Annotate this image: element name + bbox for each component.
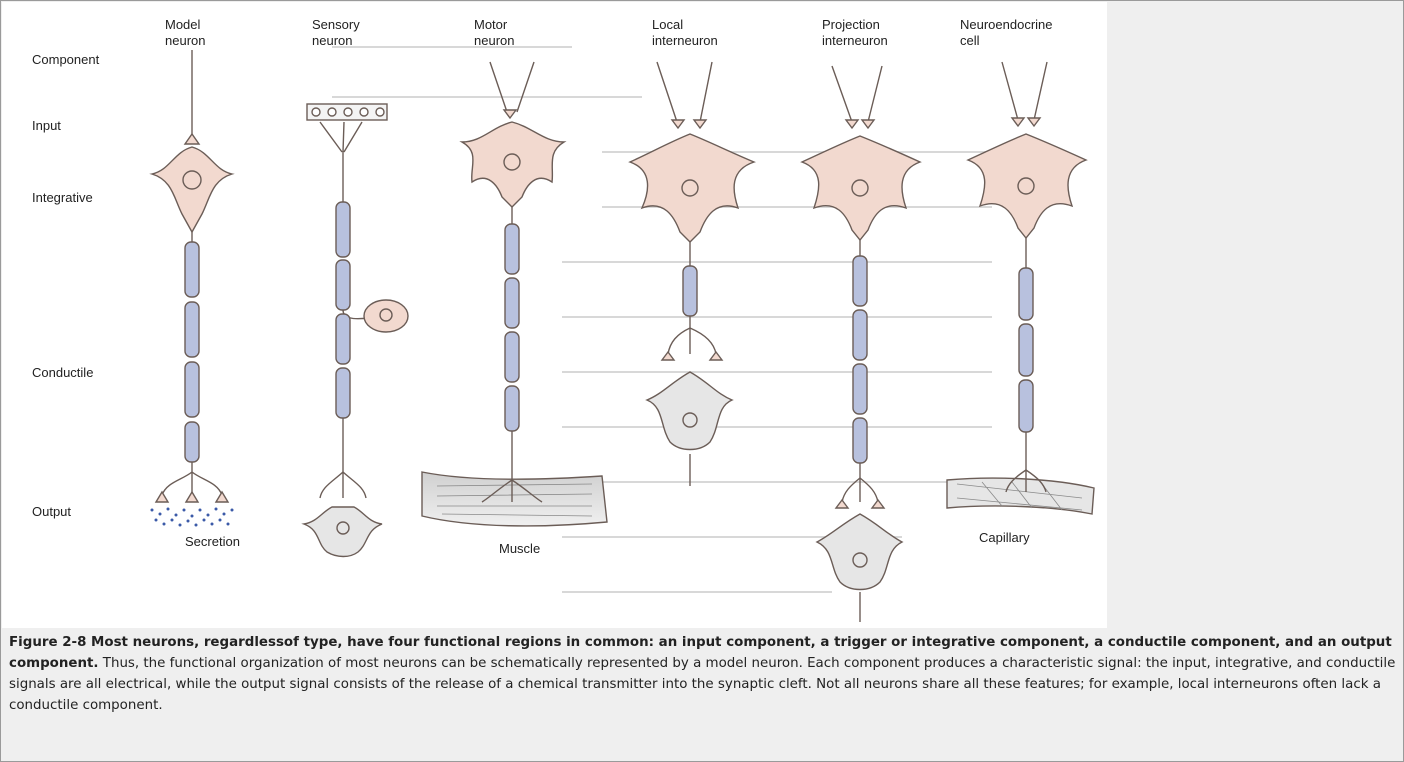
- row-label-conductile: Conductile: [32, 365, 93, 380]
- column-title-model: Model neuron: [165, 17, 205, 48]
- neuron-figure: Model neuron Sensory neuron Motor neuron…: [2, 2, 1107, 628]
- column-title-local-line2: interneuron: [652, 33, 718, 48]
- column-title-neuroendocrine-line1: Neuroendocrine: [960, 17, 1053, 32]
- secretion-label: Secretion: [185, 534, 240, 549]
- sensory-neuron: [304, 104, 408, 557]
- column-title-sensory-line2: neuron: [312, 33, 352, 48]
- capillary-label: Capillary: [979, 530, 1030, 545]
- neuroendocrine-cell: [947, 62, 1094, 514]
- column-title-model-line1: Model: [165, 17, 201, 32]
- column-title-neuroendocrine: Neuroendocrine cell: [960, 17, 1053, 48]
- column-title-projection: Projection interneuron: [822, 17, 888, 48]
- column-title-projection-line1: Projection: [822, 17, 880, 32]
- projection-interneuron: [802, 66, 920, 622]
- column-title-motor-line1: Motor: [474, 17, 508, 32]
- muscle-label: Muscle: [499, 541, 540, 556]
- column-title-local: Local interneuron: [652, 17, 718, 48]
- column-title-local-line1: Local: [652, 17, 683, 32]
- column-title-motor: Motor neuron: [474, 17, 514, 48]
- column-title-motor-line2: neuron: [474, 33, 514, 48]
- local-interneuron: [630, 62, 754, 486]
- row-label-output: Output: [32, 504, 71, 519]
- model-neuron: [152, 50, 232, 502]
- column-title-sensory-line1: Sensory: [312, 17, 360, 32]
- figure-caption: Figure 2-8 Most neurons, regardlessof ty…: [9, 632, 1397, 716]
- column-title-sensory: Sensory neuron: [312, 17, 360, 48]
- column-title-model-line2: neuron: [165, 33, 205, 48]
- row-label-input: Input: [32, 118, 61, 133]
- motor-neuron: [422, 62, 607, 526]
- secretion-dots: [151, 508, 234, 527]
- row-label-integrative: Integrative: [32, 190, 93, 205]
- column-title-neuroendocrine-line2: cell: [960, 33, 980, 48]
- neuron-diagram: Model neuron Sensory neuron Motor neuron…: [2, 2, 1107, 628]
- row-label-component: Component: [32, 52, 100, 67]
- column-title-projection-line2: interneuron: [822, 33, 888, 48]
- caption-body: Thus, the functional organization of mos…: [9, 656, 1395, 713]
